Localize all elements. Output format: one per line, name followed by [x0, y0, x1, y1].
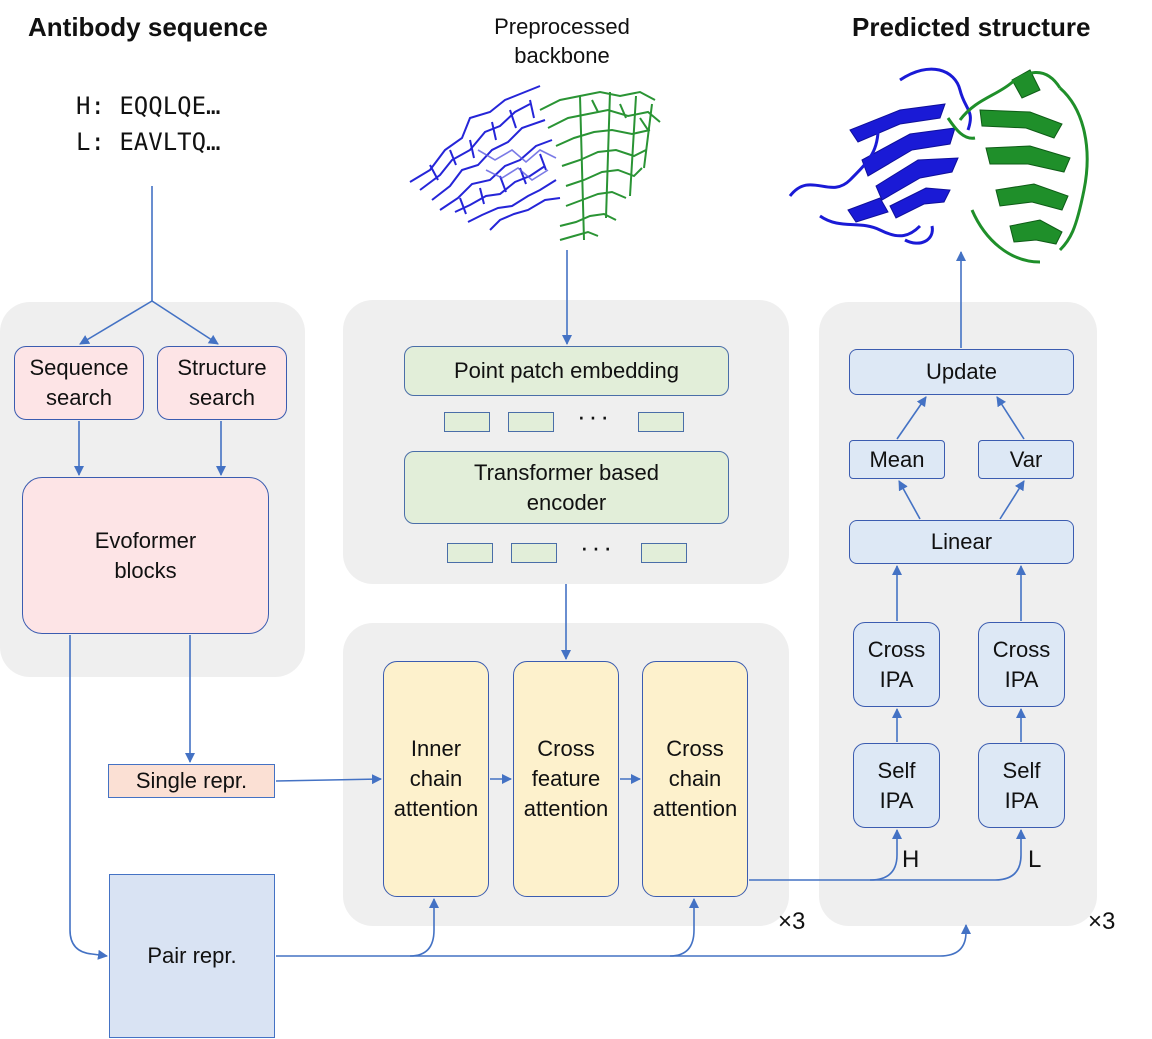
- cross-ipa-light-box: Cross IPA: [978, 622, 1065, 707]
- encoded-token: [447, 543, 493, 563]
- linear-box: Linear: [849, 520, 1074, 564]
- patch-token-ellipsis: ···: [577, 401, 612, 431]
- update-box: Update: [849, 349, 1074, 395]
- single-repr-box: Single repr.: [108, 764, 275, 798]
- patch-token: [508, 412, 554, 432]
- encoded-token: [511, 543, 557, 563]
- self-ipa-light-box: Self IPA: [978, 743, 1065, 828]
- var-box: Var: [978, 440, 1074, 479]
- encoded-token-ellipsis: ···: [580, 532, 615, 562]
- cross-chain-attention-box: Cross chain attention: [642, 661, 748, 897]
- point-patch-embedding-box: Point patch embedding: [404, 346, 729, 396]
- encoded-token: [641, 543, 687, 563]
- cross-feature-attention-box: Cross feature attention: [513, 661, 619, 897]
- transformer-encoder-box: Transformer based encoder: [404, 451, 729, 524]
- heavy-chain-label: H: [902, 846, 920, 873]
- preprocessed-backbone-title: Preprocessed backbone: [494, 14, 630, 68]
- structure-search-box: Structure search: [157, 346, 287, 420]
- sequence-search-box: Sequence search: [14, 346, 144, 420]
- evoformer-blocks-box: Evoformer blocks: [22, 477, 269, 634]
- structure-module-panel: [819, 302, 1097, 926]
- heavy-chain-sequence: H: EQQLQE…: [76, 92, 221, 120]
- attention-repeat-label: ×3: [778, 908, 806, 935]
- light-chain-sequence: L: EAVLTQ…: [76, 128, 221, 156]
- encoder-panel: [343, 300, 789, 584]
- structure-repeat-label: ×3: [1088, 908, 1116, 935]
- cross-ipa-heavy-box: Cross IPA: [853, 622, 940, 707]
- light-chain-label: L: [1028, 846, 1042, 873]
- patch-token: [444, 412, 490, 432]
- inner-chain-attention-box: Inner chain attention: [383, 661, 489, 897]
- self-ipa-heavy-box: Self IPA: [853, 743, 940, 828]
- predicted-structure-title: Predicted structure: [852, 12, 1091, 42]
- pair-repr-box: Pair repr.: [109, 874, 275, 1038]
- mean-box: Mean: [849, 440, 945, 479]
- patch-token: [638, 412, 684, 432]
- antibody-sequence-title: Antibody sequence: [28, 12, 268, 42]
